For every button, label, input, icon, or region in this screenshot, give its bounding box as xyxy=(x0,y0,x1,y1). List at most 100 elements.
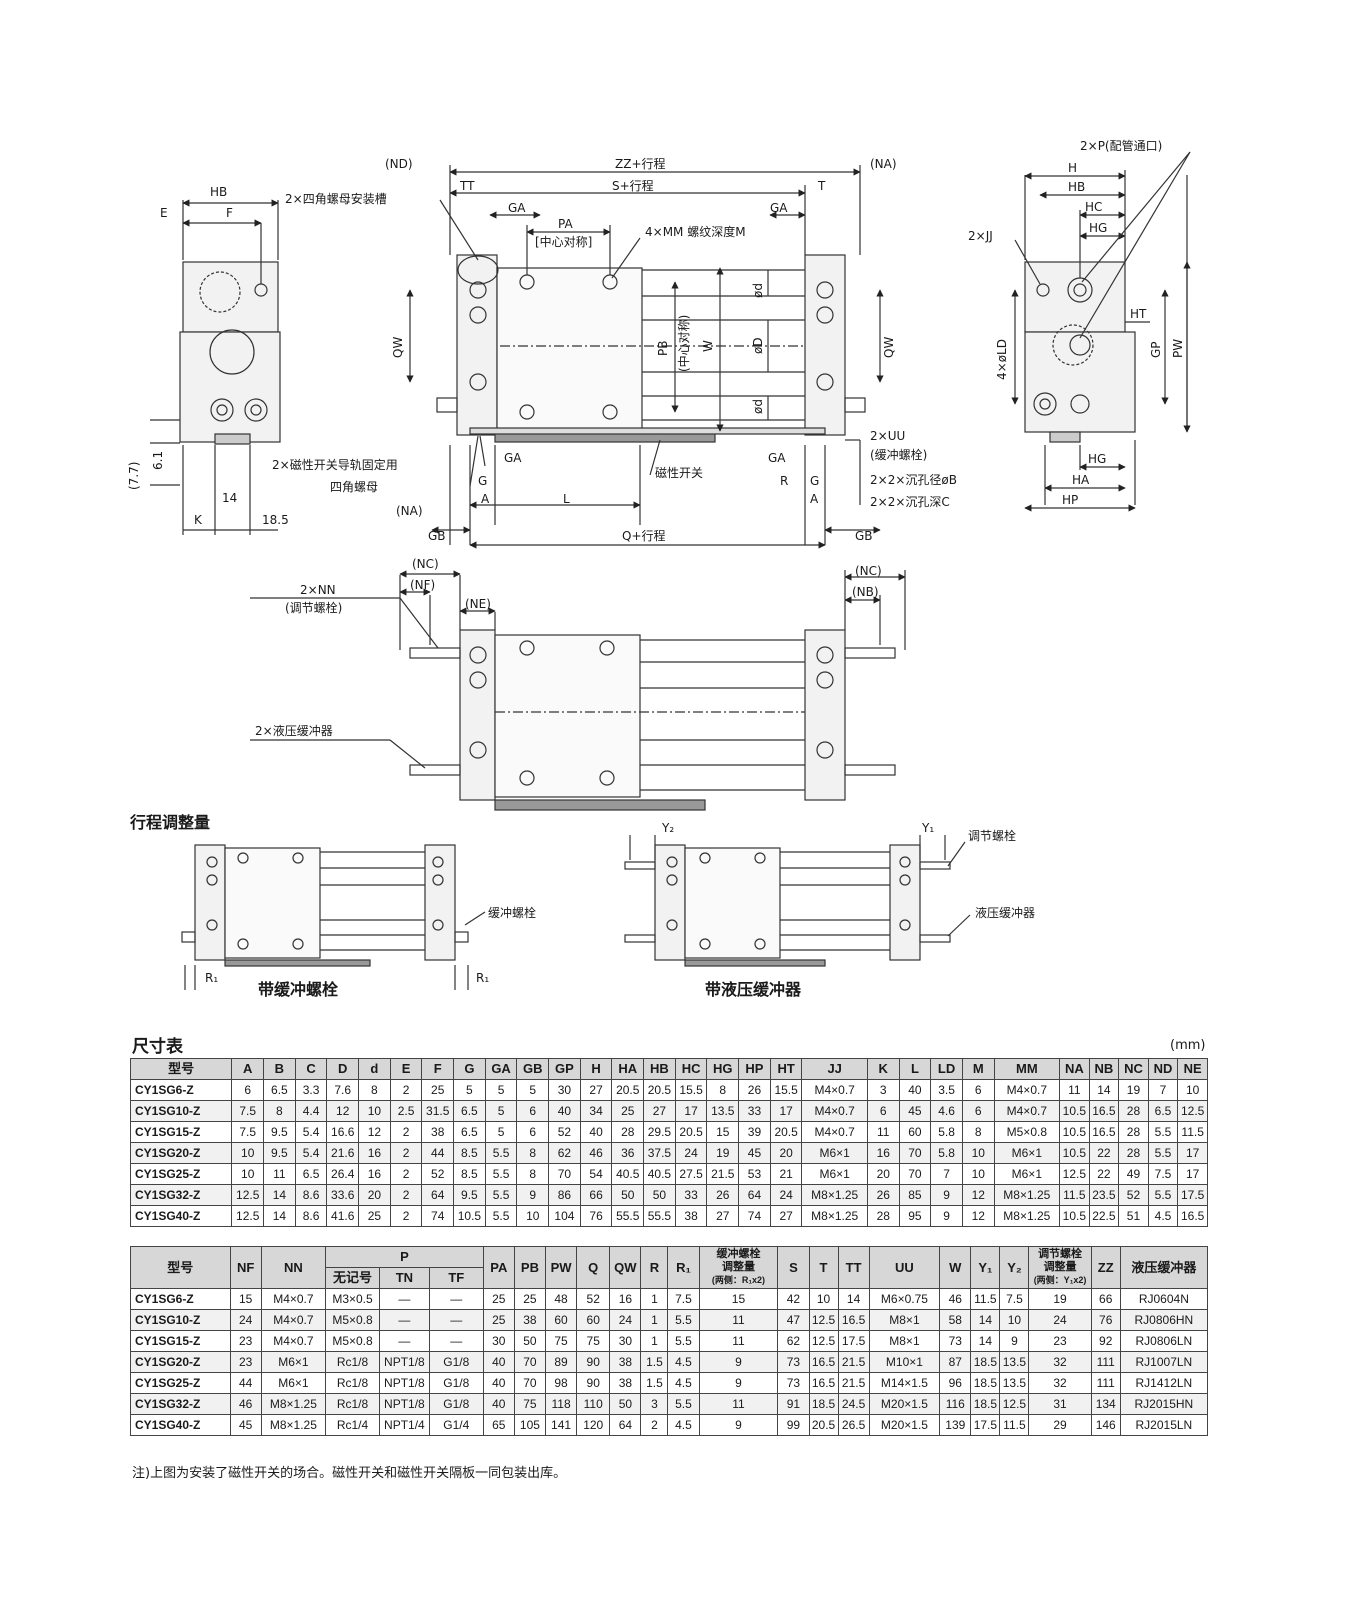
table-cell: 70 xyxy=(898,1163,932,1185)
table-cell: 21.5 xyxy=(706,1163,740,1185)
table-cell: 25 xyxy=(482,1288,515,1310)
label-18-5: 18.5 xyxy=(262,513,289,527)
table-cell: NPT1/8 xyxy=(378,1372,430,1394)
table-cell: 118 xyxy=(544,1393,578,1415)
label-q: Q+行程 xyxy=(622,528,666,543)
table-cell: 96 xyxy=(939,1372,972,1394)
t2-col-pw: PW xyxy=(544,1246,578,1289)
label-ht: HT xyxy=(1130,307,1147,321)
t1-col-3: C xyxy=(294,1058,328,1080)
t2-col-t: T xyxy=(808,1246,839,1289)
label-ga-right: GA xyxy=(770,201,788,215)
table-cell: RJ0806HN xyxy=(1119,1309,1209,1331)
table-cell: 5.4 xyxy=(294,1142,328,1164)
table-cell: 5.5 xyxy=(1147,1142,1179,1164)
table-cell: M8×1 xyxy=(868,1309,941,1331)
table-cell: 46 xyxy=(939,1288,972,1310)
label-c: 2×2×沉孔深C xyxy=(870,495,950,509)
table-cell: M5×0.8 xyxy=(325,1330,380,1352)
table-cell: 70 xyxy=(548,1163,581,1185)
table-cell: 16.5 xyxy=(1088,1100,1120,1122)
table-cell: 14 xyxy=(1088,1079,1120,1101)
label-e: E xyxy=(160,206,168,220)
table-cell: 20.5 xyxy=(808,1414,839,1436)
table-cell: 104 xyxy=(548,1205,581,1227)
table-cell: 1.5 xyxy=(640,1372,669,1394)
t2-adj-line1: 调节螺栓 xyxy=(1038,1248,1083,1260)
label-hc: HC xyxy=(1085,200,1102,214)
table-cell: 139 xyxy=(939,1414,972,1436)
label-nd: (ND) xyxy=(385,157,413,171)
t2-col-nf: NF xyxy=(229,1246,262,1289)
t1-col-6: E xyxy=(389,1058,423,1080)
label-r1-left: R₁ xyxy=(205,971,218,985)
label-hp: HP xyxy=(1062,493,1078,507)
table-cell: 76 xyxy=(579,1205,613,1227)
table-cell: 110 xyxy=(576,1393,611,1415)
table-cell: 6 xyxy=(516,1121,550,1143)
label-od-top: ød xyxy=(751,283,765,298)
right-end-view xyxy=(1011,151,1191,512)
t1-col-29: NE xyxy=(1177,1058,1208,1080)
table-cell: M5×0.8 xyxy=(993,1121,1061,1143)
table-cell: 49 xyxy=(1118,1163,1149,1185)
table-cell: 42 xyxy=(777,1288,810,1310)
label-od-bottom: ød xyxy=(751,399,765,414)
table-cell: RJ1412LN xyxy=(1119,1372,1209,1394)
table-cell: 90 xyxy=(576,1351,611,1373)
table-cell: 5 xyxy=(516,1079,550,1101)
table-cell: 26.4 xyxy=(326,1163,360,1185)
table-cell: 23 xyxy=(229,1351,262,1373)
table-cell: 8.6 xyxy=(294,1184,328,1206)
table-cell: 6.5 xyxy=(263,1079,296,1101)
dimension-table-title: 尺寸表 xyxy=(132,1037,183,1057)
table-cell: 24 xyxy=(609,1309,642,1331)
table-cell: 10 xyxy=(1177,1079,1208,1101)
table-cell: Rc1/8 xyxy=(325,1351,380,1373)
table-cell: 15 xyxy=(706,1121,740,1143)
table-cell: 105 xyxy=(513,1414,547,1436)
t2-cushion-line1: 缓冲螺栓 xyxy=(716,1248,761,1260)
table-cell: 52 xyxy=(548,1121,581,1143)
table-cell: 6 xyxy=(961,1079,995,1101)
table-cell: 66 xyxy=(1090,1288,1121,1310)
table-cell: G1/8 xyxy=(428,1351,484,1373)
table-cell: 2 xyxy=(389,1121,423,1143)
table-cell: 62 xyxy=(548,1142,581,1164)
table-cell: 2 xyxy=(389,1079,423,1101)
table-cell: 21.5 xyxy=(837,1351,870,1373)
table-cell: 13.5 xyxy=(999,1351,1030,1373)
table-cell: 17 xyxy=(674,1100,708,1122)
table-cell: 91 xyxy=(777,1393,810,1415)
table-cell: 28 xyxy=(866,1205,900,1227)
table-cell: 9 xyxy=(698,1414,779,1436)
table-cell: 86 xyxy=(548,1184,581,1206)
table-cell: 98 xyxy=(544,1372,578,1394)
label-g-left: G xyxy=(478,474,487,488)
table-cell: 40 xyxy=(579,1121,613,1143)
table-cell: 26.5 xyxy=(837,1414,870,1436)
table-cell: 60 xyxy=(544,1309,578,1331)
t2-col-p-tf: TF xyxy=(428,1267,484,1289)
table-cell: 18.5 xyxy=(808,1393,839,1415)
model-cell: CY1SG15-Z xyxy=(129,1121,233,1143)
table-cell: G1/4 xyxy=(428,1414,484,1436)
label-ob: 2×2×沉孔径øB xyxy=(870,473,957,487)
table-cell: 3.3 xyxy=(294,1079,328,1101)
table-cell: 16 xyxy=(866,1142,900,1164)
table-cell: M8×1.25 xyxy=(260,1414,327,1436)
table-cell: 20 xyxy=(769,1142,803,1164)
label-6-1: 6.1 xyxy=(151,451,165,470)
table-cell: M4×0.7 xyxy=(993,1100,1061,1122)
model-cell: CY1SG32-Z xyxy=(129,1184,233,1206)
t1-col-5: d xyxy=(358,1058,391,1080)
table-cell: 6.5 xyxy=(453,1100,486,1122)
dimension-table-2: 型号 NF NN P PA PB PW Q QW R R₁ 缓冲螺栓 调整量 (… xyxy=(130,1246,1209,1436)
label-ne: (NE) xyxy=(465,597,491,611)
t1-col-7: F xyxy=(421,1058,455,1080)
table-cell: G1/8 xyxy=(428,1372,484,1394)
table-cell: 12.5 xyxy=(231,1184,265,1206)
